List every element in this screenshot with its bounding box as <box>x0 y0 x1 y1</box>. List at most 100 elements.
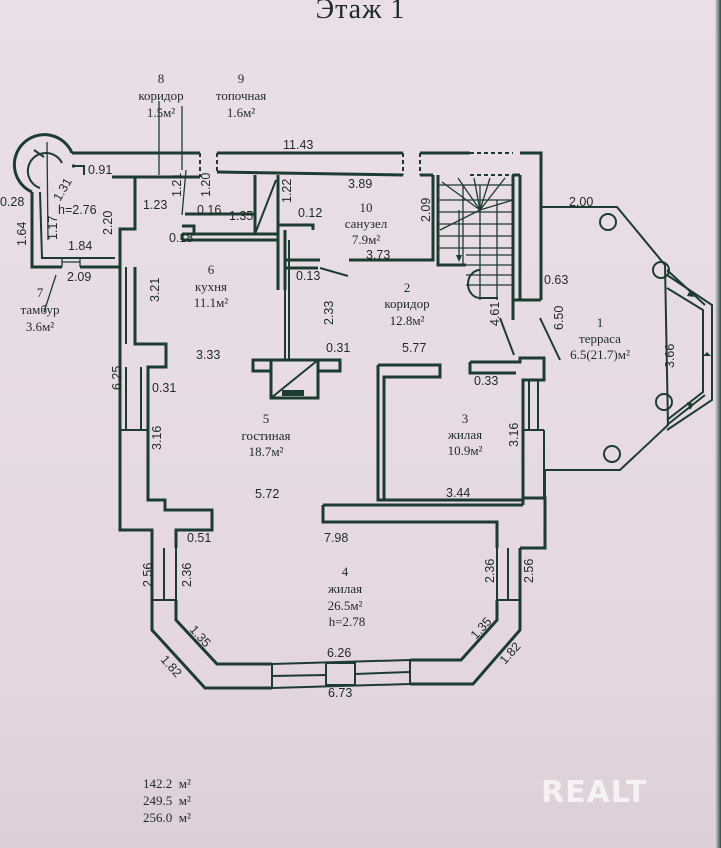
dim-label: 0.51 <box>187 531 211 545</box>
dim-label: 1.35 <box>468 615 495 642</box>
column-icon <box>652 261 670 279</box>
room-9-area: 1.6м² <box>227 105 255 120</box>
dim-label: 2.00 <box>569 195 593 209</box>
stove <box>251 358 342 373</box>
walls <box>12 101 713 690</box>
dim-label: 2.36 <box>483 559 497 583</box>
dim-label: 0.16 <box>197 203 221 217</box>
realt-watermark: REALT <box>541 775 648 810</box>
total-row: 142.2 м² <box>143 776 191 791</box>
staircase <box>436 175 543 302</box>
top-wall <box>72 151 543 300</box>
dim-label: 3.33 <box>196 348 220 362</box>
room-10-area: 7.9м² <box>352 232 380 247</box>
room-6-name: кухня <box>195 279 227 294</box>
dim-label: 5.77 <box>402 341 426 355</box>
dim-label: 1.20 <box>199 173 213 197</box>
dim-label: 6.73 <box>328 686 352 700</box>
photo-edge <box>715 0 721 848</box>
room-3-number: 3 <box>462 411 469 426</box>
dim-label: 1.31 <box>50 175 74 203</box>
room-7-height: h=2.76 <box>58 203 97 217</box>
dim-label: 2.36 <box>180 563 194 587</box>
room-4-name: жилая <box>327 581 362 596</box>
dim-label: 3.16 <box>507 423 521 447</box>
dim-label: 2.56 <box>141 563 155 587</box>
room-4-walls <box>150 548 522 690</box>
room-1-name: терраса <box>579 331 621 346</box>
total-row: 256.0 м² <box>143 810 191 825</box>
dimension-labels: 11.43 0.91 0.28 1.23 0.16 1.35 0.18 3.89… <box>0 138 677 700</box>
room-5-area: 18.7м² <box>249 444 284 459</box>
dim-label: 6.50 <box>552 306 566 330</box>
room-1-area: 6.5(21.7)м² <box>570 347 630 362</box>
room-3-walls <box>376 356 546 502</box>
room-9-name: топочная <box>216 88 266 103</box>
room-3-name: жилая <box>447 427 482 442</box>
dim-label: 1.35 <box>187 623 214 650</box>
room-7-area: 3.6м² <box>26 319 54 334</box>
area-totals: 142.2 м² 249.5 м² 256.0 м² <box>143 775 191 826</box>
room-6-area: 11.1м² <box>194 295 228 310</box>
dim-label: 1.35 <box>229 209 253 223</box>
room-8-name: коридор <box>138 88 183 103</box>
column-icon <box>599 213 617 231</box>
room-4-number: 4 <box>342 564 349 579</box>
dim-label: 1.82 <box>158 653 185 680</box>
dim-label: 3.21 <box>148 278 162 302</box>
dim-label: 0.18 <box>169 231 193 245</box>
room-10-number: 10 <box>360 200 373 215</box>
room-7-number: 7 <box>37 285 44 300</box>
room-7-name: тамбур <box>21 302 60 317</box>
room-9-number: 9 <box>238 71 245 86</box>
dim-label: 0.12 <box>298 206 322 220</box>
total-row: 249.5 м² <box>143 793 191 808</box>
dim-label: 0.13 <box>296 269 320 283</box>
room-3-area: 10.9м² <box>448 443 483 458</box>
dim-label: 0.31 <box>326 341 350 355</box>
dim-label: 1.64 <box>15 222 29 246</box>
tambur-walls <box>30 177 137 269</box>
dim-label: 1.82 <box>497 640 524 667</box>
plan-title: Этаж 1 <box>315 0 406 25</box>
dim-label: 0.33 <box>474 374 498 388</box>
dim-label: 3.44 <box>446 486 470 500</box>
dim-label: 0.91 <box>88 163 112 177</box>
room-2-number: 2 <box>404 280 411 295</box>
terrace <box>541 206 713 498</box>
dim-label: 4.61 <box>488 302 502 326</box>
room-4-north-wall <box>321 496 547 550</box>
dim-label: 1.21 <box>170 173 184 197</box>
dim-label: 7.98 <box>324 531 348 545</box>
room-1-number: 1 <box>597 315 604 330</box>
dim-label: 0.31 <box>152 381 176 395</box>
room-8-area: 1.5м² <box>147 105 175 120</box>
dim-label: 11.43 <box>283 138 313 152</box>
dim-label: 2.20 <box>101 211 115 235</box>
dim-label: 2.56 <box>522 559 536 583</box>
dim-label: 3.89 <box>348 177 372 191</box>
dim-label: 2.09 <box>67 270 91 284</box>
column-icon <box>655 393 673 411</box>
room-2-name: коридор <box>384 296 429 311</box>
dim-label: 1.84 <box>68 239 92 253</box>
room-10-name: санузел <box>345 216 388 231</box>
room-4-area: 26.5м² <box>328 598 363 613</box>
sanuzel-walls <box>276 175 435 290</box>
dim-label: 5.72 <box>255 487 279 501</box>
dim-label: 1.17 <box>46 216 60 240</box>
entrance-arc <box>12 133 74 194</box>
dim-label: 1.23 <box>143 198 167 212</box>
dim-label: 1.22 <box>280 179 294 203</box>
room-8-number: 8 <box>158 71 165 86</box>
dim-label: 2.33 <box>322 301 336 325</box>
top-wall-inner <box>72 164 520 179</box>
dim-label: 3.73 <box>366 248 390 262</box>
dim-label: 2.09 <box>419 198 433 222</box>
dim-label: 6.26 <box>327 646 351 660</box>
room-2-area: 12.8м² <box>390 313 425 328</box>
room-5-name: гостиная <box>242 428 291 443</box>
dim-label: 3.66 <box>663 344 677 368</box>
room-4-height: h=2.78 <box>329 614 366 629</box>
